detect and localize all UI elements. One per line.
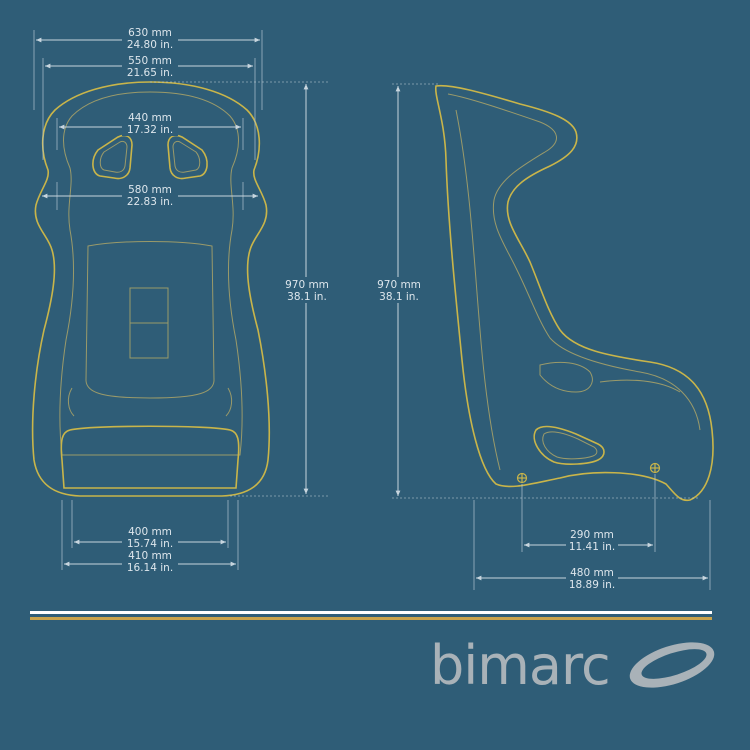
side-view-seat: [434, 84, 714, 502]
label-290-mm: 290 mm: [570, 529, 614, 541]
label-970-front-mm: 970 mm: [285, 279, 329, 291]
label-400-in: 15.74 in.: [127, 538, 173, 550]
bimarco-logo: bimarc: [430, 634, 715, 697]
stripe-white: [30, 611, 712, 614]
label-970-side-mm: 970 mm: [377, 279, 421, 291]
label-550-in: 21.65 in.: [127, 67, 173, 79]
dimension-labels: 630 mm 24.80 in. 550 mm 21.65 in. 440 mm…: [127, 27, 615, 591]
front-seat-inner-shell: [59, 91, 243, 456]
side-mount-rear: [649, 462, 661, 474]
front-belt-slot-left: [92, 134, 133, 180]
label-410-in: 16.14 in.: [127, 562, 173, 574]
brand-stripes: [30, 611, 712, 620]
front-view-seat: [31, 81, 271, 497]
front-seat-cushion: [60, 425, 240, 489]
side-seat-inner: [447, 93, 701, 431]
stripe-gold: [30, 617, 712, 620]
label-410-mm: 410 mm: [128, 550, 172, 562]
label-580-in: 22.83 in.: [127, 196, 173, 208]
label-backgrounds: [122, 25, 618, 591]
logo-wordmark: bimarc: [430, 634, 610, 697]
label-480-in: 18.89 in.: [569, 579, 615, 591]
label-550-mm: 550 mm: [128, 55, 172, 67]
label-580-mm: 580 mm: [128, 184, 172, 196]
side-seat-outline: [434, 84, 714, 502]
label-630-mm: 630 mm: [128, 27, 172, 39]
label-480-mm: 480 mm: [570, 567, 614, 579]
side-mount-front: [516, 472, 528, 484]
label-440-in: 17.32 in.: [127, 124, 173, 136]
label-400-mm: 400 mm: [128, 526, 172, 538]
oval-swoosh-icon: [629, 642, 715, 688]
label-970-front-in: 38.1 in.: [287, 291, 327, 303]
front-back-panel: [85, 241, 215, 399]
label-630-in: 24.80 in.: [127, 39, 173, 51]
label-970-side-in: 38.1 in.: [379, 291, 419, 303]
label-290-in: 11.41 in.: [569, 541, 615, 553]
label-440-mm: 440 mm: [128, 112, 172, 124]
front-belt-slot-right: [167, 134, 208, 180]
side-thigh-slot: [533, 425, 605, 465]
front-seat-outline: [31, 81, 271, 497]
